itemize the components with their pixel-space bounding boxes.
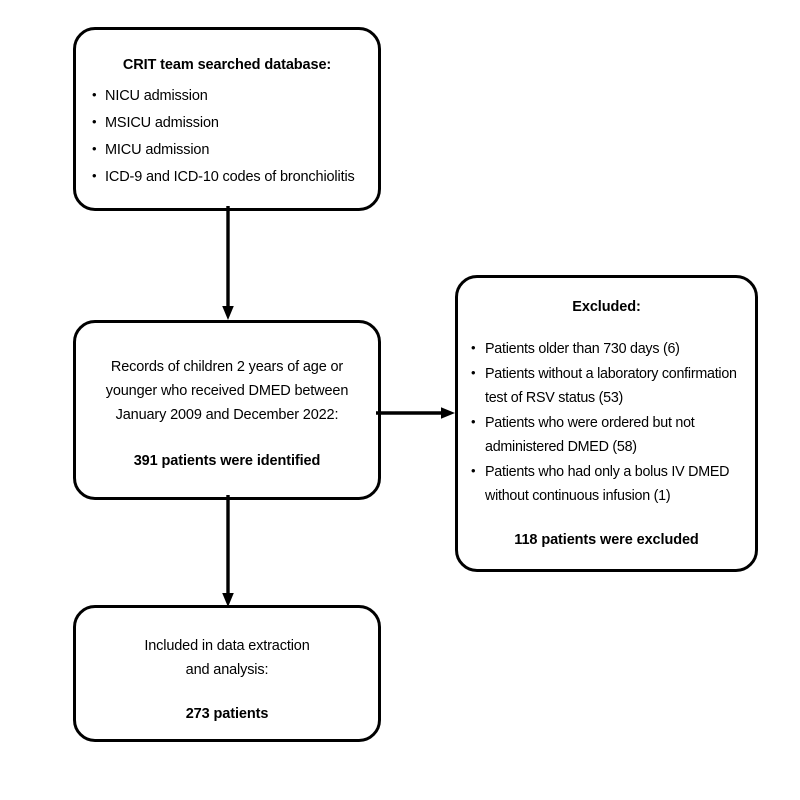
arrow-down-icon <box>222 206 234 320</box>
node-excluded: Excluded: Patients older than 730 days (… <box>455 275 758 572</box>
records-description: Records of children 2 years of age or yo… <box>76 355 378 427</box>
node-included-analysis: Included in data extraction and analysis… <box>73 605 381 742</box>
arrow-right-icon <box>376 407 455 419</box>
records-line-2: younger who received DMED between <box>105 383 349 399</box>
connector-records-to-excluded <box>376 405 458 421</box>
node-search-criteria-content: CRIT team searched database: NICU admiss… <box>76 30 378 208</box>
excluded-reasons-list: Patients older than 730 days (6) Patient… <box>458 336 755 508</box>
excluded-count: 118 patients were excluded <box>514 532 699 548</box>
included-line-1: Included in data extraction <box>144 638 310 654</box>
list-item: Patients who were ordered but not admini… <box>471 410 747 459</box>
list-item: Patients older than 730 days (6) <box>471 336 747 361</box>
arrow-down-icon <box>222 495 234 607</box>
records-line-1: Records of children 2 years of age or <box>110 359 344 375</box>
node-records-identified-content: Records of children 2 years of age or yo… <box>76 323 378 497</box>
records-count: 391 patients were identified <box>133 453 321 469</box>
connector-records-to-included <box>220 495 236 609</box>
list-item: MICU admission <box>92 136 378 163</box>
list-item: MSICU admission <box>92 109 378 136</box>
included-line-2: and analysis: <box>185 662 269 678</box>
search-criteria-list: NICU admission MSICU admission MICU admi… <box>76 82 378 190</box>
node-excluded-content: Excluded: Patients older than 730 days (… <box>458 278 755 569</box>
list-item: NICU admission <box>92 82 378 109</box>
included-description: Included in data extraction and analysis… <box>76 634 378 682</box>
node-records-identified: Records of children 2 years of age or yo… <box>73 320 381 500</box>
search-criteria-title: CRIT team searched database: <box>122 57 332 73</box>
included-count: 273 patients <box>185 706 269 722</box>
node-search-criteria: CRIT team searched database: NICU admiss… <box>73 27 381 211</box>
list-item: Patients who had only a bolus IV DMED wi… <box>471 459 747 508</box>
list-item: ICD-9 and ICD-10 codes of bronchiolitis <box>92 163 378 190</box>
records-line-3: January 2009 and December 2022: <box>115 407 339 423</box>
connector-search-to-records <box>220 206 236 322</box>
list-item: Patients without a laboratory confirmati… <box>471 361 747 410</box>
node-included-analysis-content: Included in data extraction and analysis… <box>76 608 378 739</box>
excluded-title: Excluded: <box>572 299 641 315</box>
